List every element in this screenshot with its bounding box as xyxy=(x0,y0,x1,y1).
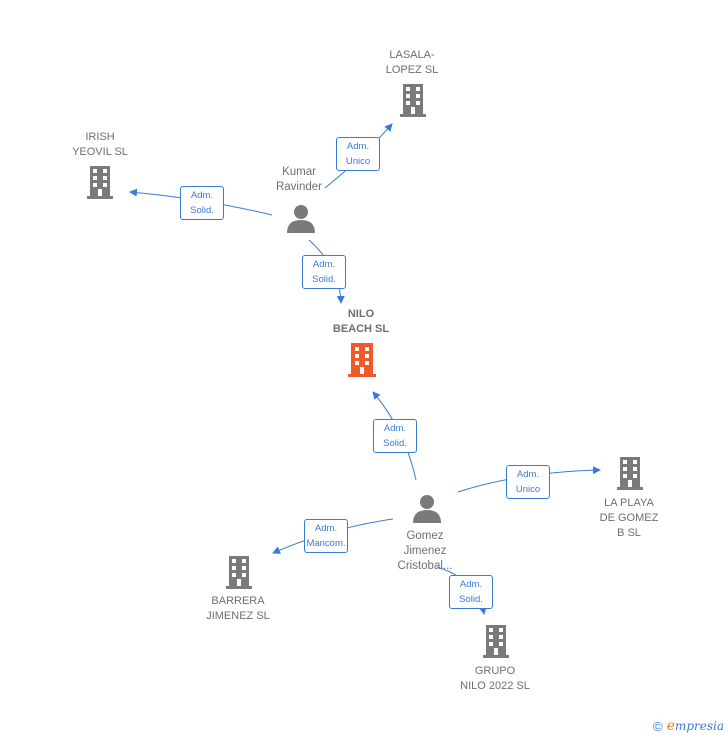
person-icon-kumar[interactable] xyxy=(287,205,315,233)
building-icon-lasala[interactable] xyxy=(400,84,426,117)
edge-label-kumar-lasala: Adm. Unico xyxy=(336,137,380,171)
company-label-irish[interactable]: IRISH YEOVIL SL xyxy=(72,131,128,158)
company-label-playa[interactable]: LA PLAYA DE GOMEZ B SL xyxy=(599,497,659,539)
edge-label-gomez-grupo: Adm. Solid. xyxy=(449,575,493,609)
person-icon-gomez[interactable] xyxy=(413,495,441,523)
brand-initial: e xyxy=(666,718,675,734)
building-icon-grupo[interactable] xyxy=(483,625,509,658)
company-label-barrera[interactable]: BARRERA JIMENEZ SL xyxy=(206,595,270,622)
building-icon-nilo-beach[interactable] xyxy=(348,343,376,377)
company-label-grupo[interactable]: GRUPO NILO 2022 SL xyxy=(460,665,530,692)
company-label-lasala[interactable]: LASALA- LOPEZ SL xyxy=(385,49,439,76)
brand-name: mpresia xyxy=(674,719,724,733)
edge-label-gomez-nilo: Adm. Solid. xyxy=(373,419,417,453)
building-icon-barrera[interactable] xyxy=(226,556,252,589)
edge-label-gomez-barrera: Adm. Mancom. xyxy=(304,519,348,553)
company-label-nilo-beach[interactable]: NILO BEACH SL xyxy=(332,308,390,335)
footer-brand[interactable]: © empresia xyxy=(653,718,724,734)
edge-label-kumar-irish: Adm. Solid. xyxy=(180,186,224,220)
person-label-kumar[interactable]: Kumar Ravinder xyxy=(275,166,323,193)
edge-label-kumar-nilo: Adm. Solid. xyxy=(302,255,346,289)
building-icon-irish[interactable] xyxy=(87,166,113,199)
building-icon-playa[interactable] xyxy=(617,457,643,490)
copyright-icon: © xyxy=(653,718,663,734)
edge-label-gomez-playa: Adm. Unico xyxy=(506,465,550,499)
person-label-gomez[interactable]: Gomez Jimenez Cristobal... xyxy=(397,530,453,572)
